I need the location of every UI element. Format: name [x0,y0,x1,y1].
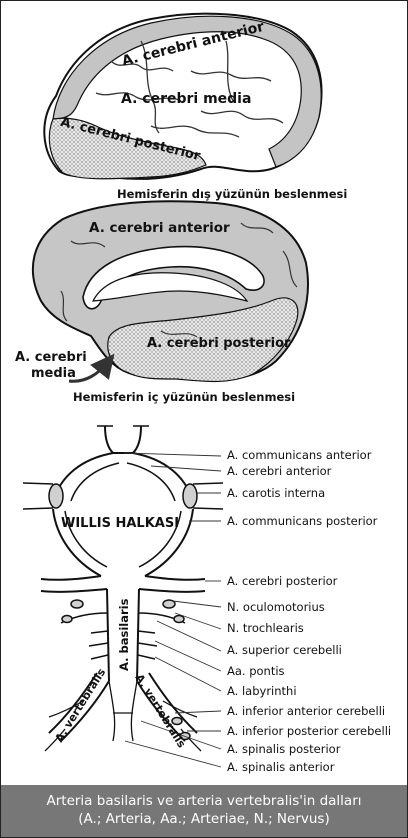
willis-center-label: WILLIS HALKASI [61,516,179,531]
label-pontis: Aa. pontis [227,664,285,678]
outer-posterior-region [48,117,207,180]
vertebralis-left-label: A. vertebralis [53,666,109,745]
inner-caption: Hemisferin iç yüzünün beslenmesi [73,390,295,404]
label-carotis-interna: A. carotis interna [227,486,325,500]
label-communicans-posterior: A. communicans posterior [227,514,378,528]
inner-hemisphere: A. cerebri anterior A. cerebri posterior… [15,200,309,404]
label-oculomotorius: N. oculomotorius [227,600,325,614]
outer-caption: Hemisferin dış yüzünün beslenmesi [117,187,347,201]
inner-label-posterior: A. cerebri posterior [147,336,291,351]
label-spinalis-posterior: A. spinalis posterior [227,742,341,756]
label-labyrinthi: A. labyrinthi [227,684,297,698]
label-spinalis-anterior: A. spinalis anterior [227,760,335,774]
inner-label-anterior: A. cerebri anterior [89,220,230,236]
inner-posterior-region [107,297,299,383]
footer-line1: Arteria basilaris ve arteria vertebralis… [46,793,362,809]
label-inferior-anterior-cerebelli: A. inferior anterior cerebelli [227,704,385,718]
willis-labels: A. communicans anterior A. cerebri anter… [227,448,391,774]
outer-anterior-region [52,15,322,168]
willis-leader-lines [123,452,222,768]
outer-label-media: A. cerebri media [121,91,251,107]
inner-label-media-line1: A. cerebri [15,350,87,365]
label-communicans-anterior: A. communicans anterior [227,448,372,462]
media-arrow [68,353,115,383]
vertebralis-right-label: A. vertebralis [132,672,188,751]
footer-line2: (A.; Arteria, Aa.; Arteriae, N.; Nervus) [78,811,330,827]
label-cerebri-anterior: A. cerebri anterior [227,464,332,478]
label-superior-cerebelli: A. superior cerebelli [227,643,342,657]
label-inferior-posterior-cerebelli: A. inferior posterior cerebelli [227,724,391,738]
willis-diagram [22,425,224,752]
outer-hemisphere: A. cerebri anterior A. cerebri media A. … [43,12,347,201]
label-trochlearis: N. trochlearis [227,621,304,635]
basilaris-label: A. basilaris [117,598,131,671]
inner-label-media-line2: media [31,366,76,381]
footer-caption: Arteria basilaris ve arteria vertebralis… [1,785,407,837]
label-cerebri-posterior: A. cerebri posterior [227,574,338,588]
